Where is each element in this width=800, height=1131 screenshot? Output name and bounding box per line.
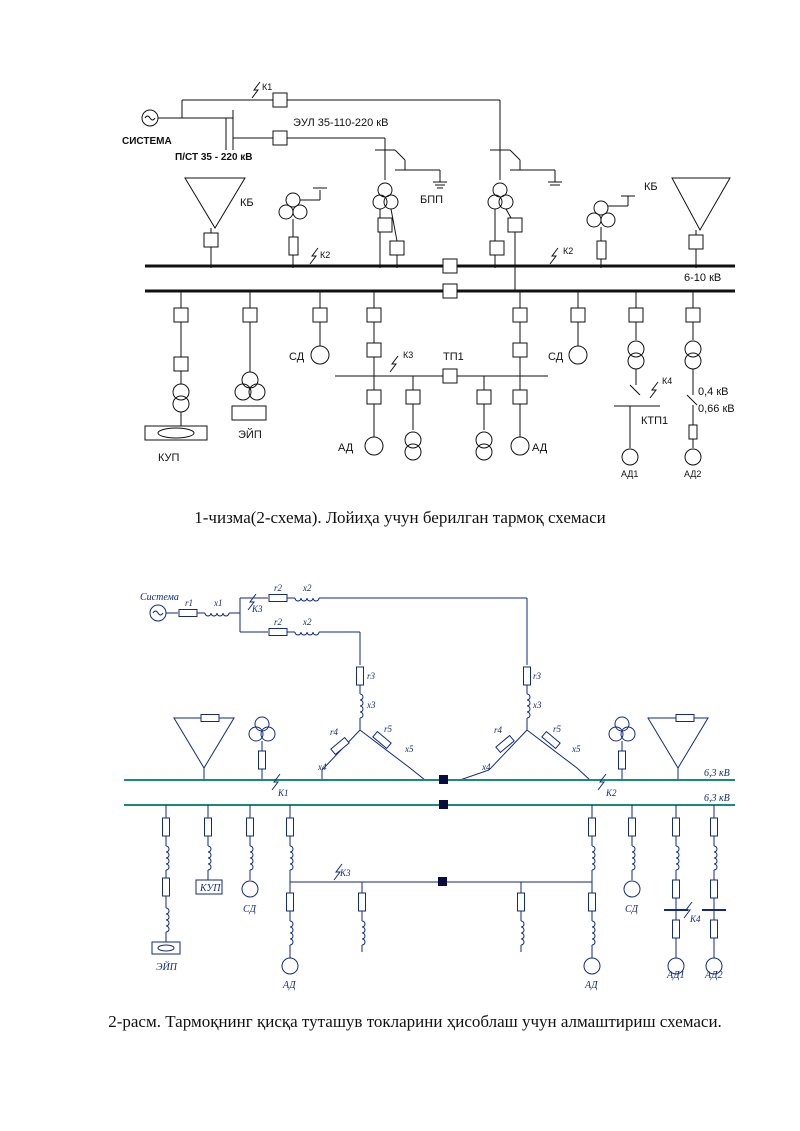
fig2-r5r-label: r5	[553, 724, 562, 734]
figure1-labels: СИСТЕМА К1 ЭУЛ 35-110-220 кВ П/СТ 35 - 2…	[122, 82, 735, 479]
fig1-system-label: СИСТЕМА	[122, 136, 172, 147]
fig2-eyp-label: ЭЙП	[156, 961, 178, 973]
fig2-x4l-label: x4	[317, 762, 327, 772]
fig2-ad1-label: АД1	[666, 970, 685, 981]
fig2-x1-label: x1	[213, 598, 223, 608]
fig2-tp1-tie	[438, 877, 447, 886]
fig2-r2-label: r2	[274, 583, 283, 593]
fig1-ad-left-label: АД	[338, 442, 354, 454]
figure2-feeders	[151, 593, 726, 975]
fig2-system-label: Система	[140, 592, 179, 603]
fig2-r4l-label: r4	[330, 727, 339, 737]
fig2-x3r-label: x3	[532, 700, 542, 710]
fig1-sd-left-label: СД	[289, 351, 305, 363]
fig1-v04-label: 0,4 кВ	[698, 386, 729, 398]
fig1-tp1-label: ТП1	[443, 351, 464, 363]
fig2-bus-tie-2	[439, 800, 448, 809]
fig1-ad-right-label: АД	[532, 442, 548, 454]
fig2-r2b-label: r2	[274, 617, 283, 627]
fig1-k4-label: К4	[662, 376, 672, 386]
fig2-k4-label: K4	[689, 914, 701, 924]
fig2-ad2-label: АД2	[704, 970, 723, 981]
fig2-k3b-label: K3	[339, 868, 351, 878]
figure1-caption: 1-чизма(2-схема). Лойиҳа учун берилган т…	[194, 508, 606, 527]
fig2-x2b-label: x2	[302, 617, 312, 627]
fig2-x2-label: x2	[302, 583, 312, 593]
fig2-r3r-label: r3	[533, 671, 542, 681]
fig1-line-label: ЭУЛ 35-110-220 кВ	[293, 117, 388, 129]
fig2-x3l-label: x3	[366, 700, 376, 710]
fig2-k3-label: K3	[251, 604, 263, 614]
fig1-ktp1-label: КТП1	[641, 415, 668, 427]
fig2-r1-label: r1	[185, 598, 193, 608]
fig1-kup-label: КУП	[158, 452, 180, 464]
fig2-bus1-label: 6,3 кВ	[704, 768, 730, 779]
fig2-r3l-label: r3	[367, 671, 376, 681]
fig2-r4r-label: r4	[494, 725, 503, 735]
fig2-r5l-label: r5	[384, 724, 393, 734]
fig1-eyp-label: ЭЙП	[238, 428, 262, 441]
fig1-ad2-label: АД2	[684, 469, 701, 479]
fig2-sd-right-label: СД	[625, 904, 639, 915]
figure2-buses	[124, 779, 735, 806]
figure1-schematic	[141, 81, 735, 466]
fig1-bus-voltage-label: 6-10 кВ	[684, 272, 721, 284]
fig1-ad1-label: АД1	[621, 469, 638, 479]
fig1-kb-right-label: КБ	[644, 181, 658, 193]
fig2-ad-left-label: АД	[282, 980, 296, 991]
fig1-k2-left-label: К2	[320, 250, 330, 260]
fig2-k1-label: K1	[277, 788, 289, 798]
fig1-bpp-label: БПП	[420, 194, 443, 206]
fig1-k2-right-label: К2	[563, 246, 573, 256]
fig1-substation-label: П/СТ 35 - 220 кВ	[175, 152, 253, 163]
figure2-schematic	[149, 594, 709, 781]
figure2-labels: Система r1 x1 K3 r2 x2 r2 x2 r3 x3 r3 x3…	[140, 583, 730, 991]
fig2-x5r-label: x5	[571, 744, 581, 754]
fig2-bus2-label: 6,3 кВ	[704, 793, 730, 804]
fig2-sd-left-label: СД	[243, 904, 257, 915]
fig2-x4r-label: x4	[481, 762, 491, 772]
fig2-ad-right-label: АД	[584, 980, 598, 991]
fig2-k2-label: K2	[605, 788, 617, 798]
fig2-bus-tie-1	[439, 775, 448, 784]
fig1-k1-label: К1	[262, 82, 272, 92]
figure2-caption: 2-расм. Тармоқнинг қисқа туташув токлари…	[108, 1012, 722, 1031]
fig1-sd-right-label: СД	[548, 351, 564, 363]
fig2-x5l-label: x5	[404, 744, 414, 754]
fig1-v066-label: 0,66 кВ	[698, 403, 735, 415]
fig2-kup-label: КУП	[199, 883, 221, 894]
fig1-k3-label: К3	[403, 350, 413, 360]
fig1-kb-left-label: КБ	[240, 197, 254, 209]
